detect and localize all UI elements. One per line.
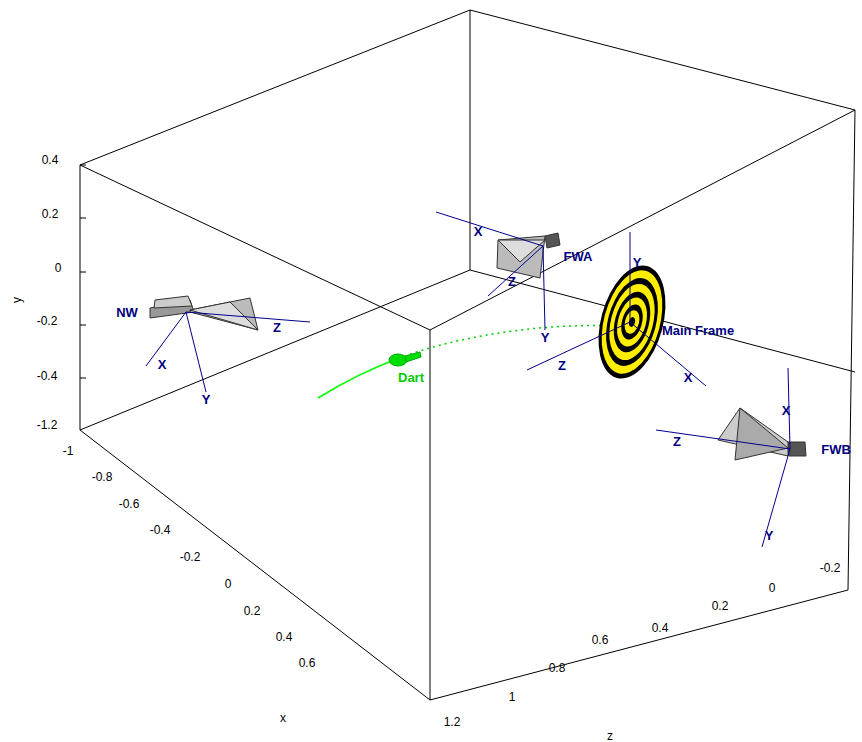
tick-label: 1.2	[444, 716, 461, 728]
axis-letter: Y	[202, 393, 211, 406]
tick-label: -0.4	[37, 370, 58, 382]
axis-letter: Z	[508, 275, 516, 288]
tick-label: -1	[63, 445, 74, 457]
tick-label: -0.2	[37, 315, 58, 327]
camera-name: FWB	[821, 443, 851, 456]
axis-letter: X	[782, 404, 791, 417]
tick-label: 0.2	[244, 605, 261, 617]
tick-label: 0.6	[592, 634, 609, 646]
tick-label: 0.2	[712, 600, 729, 612]
axis-letter: X	[474, 225, 483, 238]
axis-letter: Z	[558, 359, 566, 372]
axis-letter: Z	[273, 321, 281, 334]
frame-name: Main Frame	[662, 324, 734, 337]
tick-label: 0.4	[652, 622, 669, 634]
tick-label: 0.4	[42, 154, 59, 166]
axis-name: x	[280, 712, 286, 724]
tick-label: 0	[769, 582, 776, 594]
axis-letter: Y	[633, 256, 642, 269]
tick-label: -1.2	[37, 419, 58, 431]
tick-label: 0	[55, 262, 62, 274]
tick-label: -0.2	[820, 562, 841, 574]
axis-name: y	[11, 297, 23, 303]
tick-label: 0.4	[276, 631, 293, 643]
axis-name: z	[607, 730, 613, 742]
camera-name: NW	[116, 306, 138, 319]
camera-name: FWA	[564, 250, 593, 263]
tick-label: -0.6	[119, 498, 140, 510]
axis-letter: Z	[673, 435, 681, 448]
axis-letter: X	[158, 358, 167, 371]
tick-label: 0.8	[549, 662, 566, 674]
tick-label: 1	[509, 691, 516, 703]
tick-label: -0.8	[92, 471, 113, 483]
tick-label: -0.4	[150, 524, 171, 536]
tick-label: 0.6	[299, 657, 316, 669]
axis-letter: Y	[765, 529, 774, 542]
axis-letter: X	[684, 371, 693, 384]
tick-label: 0	[225, 578, 232, 590]
tick-label: -0.2	[180, 551, 201, 563]
object-name: Dart	[398, 371, 424, 384]
tick-label: 0.2	[42, 208, 59, 220]
axis-letter: Y	[541, 331, 550, 344]
